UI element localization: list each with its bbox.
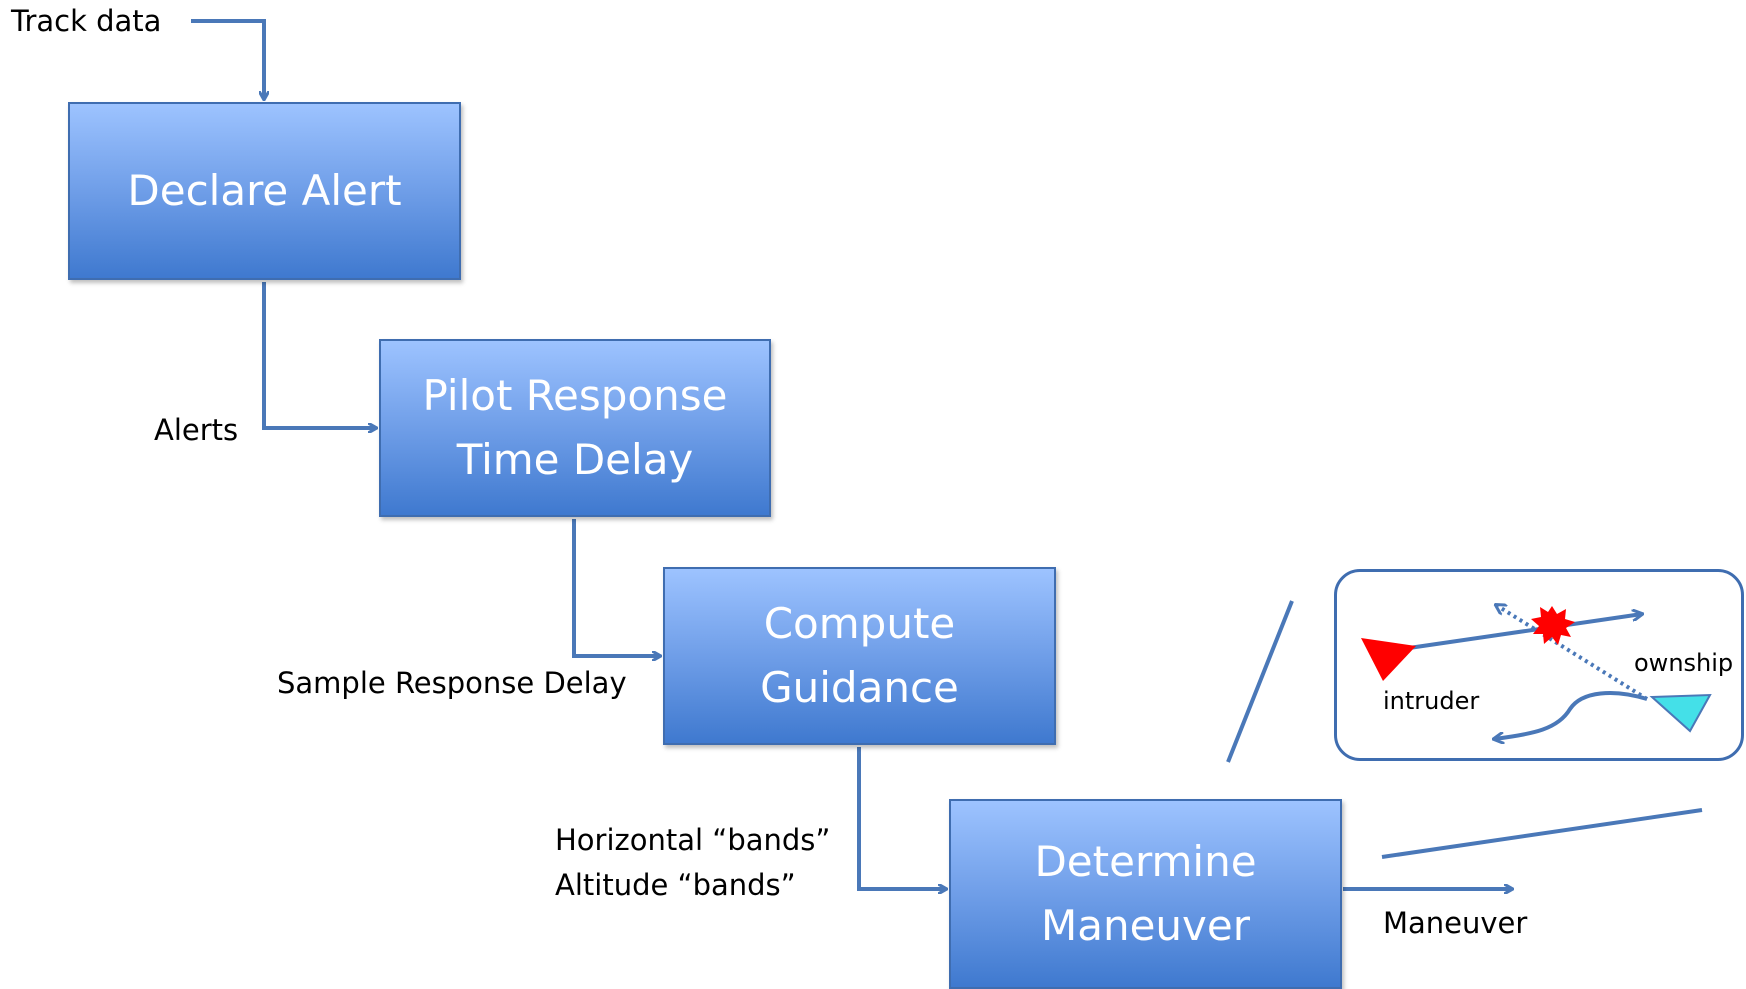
callout-line-upper [1226, 600, 1294, 763]
maneuver-output-label: Maneuver [1383, 906, 1528, 940]
ownship-icon [1649, 693, 1712, 733]
declare-alert-text: Declare Alert [127, 166, 402, 215]
pilot-response-text-2: Time Delay [456, 435, 694, 484]
declare-alert-box: Declare Alert [68, 102, 461, 280]
encounter-inset: intruder ownship [1334, 569, 1744, 761]
track-data-label: Track data [11, 4, 162, 38]
callout-line-lower [1381, 808, 1703, 859]
ownship-label: ownship [1634, 649, 1734, 677]
ownship-maneuver-path [1494, 691, 1648, 739]
determine-maneuver-text-1: Determine [1034, 837, 1257, 886]
intruder-path [1408, 614, 1642, 650]
alerts-label: Alerts [154, 413, 239, 447]
pilot-response-text-1: Pilot Response [422, 371, 728, 420]
intruder-icon [1361, 638, 1416, 681]
ownship-projected-path [1496, 605, 1649, 701]
bands-horizontal-label: Horizontal “bands” [555, 823, 831, 857]
pilot-response-box: Pilot Response Time Delay [379, 339, 771, 517]
track-data-arrow [191, 19, 264, 99]
determine-maneuver-text-2: Maneuver [1040, 901, 1250, 950]
sample-delay-label: Sample Response Delay [277, 666, 627, 700]
bands-altitude-label: Altitude “bands” [555, 868, 796, 902]
compute-guidance-text-1: Compute [763, 599, 956, 648]
compute-guidance-box: Compute Guidance [663, 567, 1056, 745]
compute-guidance-text-2: Guidance [760, 663, 959, 712]
determine-maneuver-box: Determine Maneuver [949, 799, 1342, 989]
conflict-burst-icon [1531, 606, 1575, 645]
alerts-arrow [262, 282, 376, 428]
encounter-illustration [1361, 569, 1712, 761]
intruder-label: intruder [1383, 687, 1480, 715]
sample-delay-arrow [572, 519, 660, 656]
bands-arrow [857, 747, 946, 889]
